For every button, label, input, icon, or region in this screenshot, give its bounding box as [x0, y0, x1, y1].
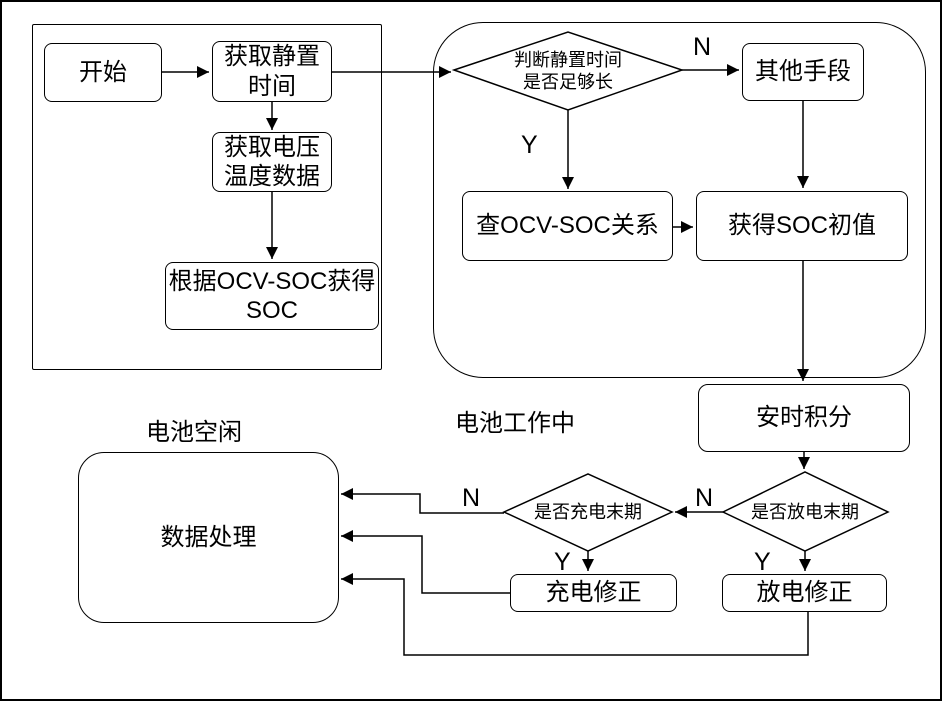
decision-is-discharge-end-shape — [721, 471, 890, 552]
node-get-rest-time-label: 获取静置 时间 — [224, 43, 320, 100]
node-discharge-correction: 放电修正 — [722, 574, 887, 612]
discharge-end-y-label: Y — [754, 548, 771, 576]
node-start: 开始 — [44, 43, 162, 102]
decision-judge-rest-time-label: 判断静置时间 是否足够长 — [514, 49, 622, 93]
node-other-means: 其他手段 — [742, 43, 864, 101]
node-initial-soc: 获得SOC初值 — [696, 191, 908, 261]
node-ah-integration: 安时积分 — [698, 384, 910, 452]
node-initial-soc-label: 获得SOC初值 — [727, 212, 876, 240]
battery-working-group-box — [433, 22, 926, 378]
node-soc-from-ocv: 根据OCV-SOC获得 SOC — [165, 262, 379, 330]
node-soc-from-ocv-label: 根据OCV-SOC获得 SOC — [168, 267, 376, 324]
node-ah-integration-label: 安时积分 — [756, 404, 852, 432]
node-lookup-ocv-soc: 查OCV-SOC关系 — [462, 191, 673, 261]
node-charge-correction-label: 充电修正 — [545, 579, 642, 607]
decision-is-discharge-end-label: 是否放电末期 — [751, 501, 859, 522]
arrow-charge-correction-to-data-processing — [341, 530, 510, 594]
charge-end-y-label: Y — [554, 548, 571, 576]
node-other-means-label: 其他手段 — [755, 58, 851, 86]
node-data-processing-label: 数据处理 — [160, 523, 257, 551]
charge-end-n-label: N — [462, 484, 481, 512]
node-charge-correction: 充电修正 — [510, 574, 677, 612]
node-data-processing: 数据处理 — [78, 452, 339, 623]
battery-idle-group-box — [32, 24, 382, 370]
node-lookup-ocv-soc-label: 查OCV-SOC关系 — [476, 212, 659, 240]
battery-idle-label: 电池空闲 — [146, 419, 242, 446]
arrow-charge-end-n-to-data-processing — [341, 488, 504, 514]
battery-working-label: 电池工作中 — [455, 410, 575, 437]
decision-is-charge-end-label: 是否充电末期 — [534, 501, 642, 522]
node-discharge-correction-label: 放电修正 — [756, 579, 853, 607]
judge-n-label: N — [693, 33, 712, 61]
node-get-voltage-temp: 获取电压 温度数据 — [212, 132, 332, 192]
discharge-end-n-label: N — [695, 484, 714, 512]
judge-y-label: Y — [521, 131, 538, 159]
node-get-rest-time: 获取静置 时间 — [212, 41, 332, 102]
decision-is-charge-end-shape — [502, 473, 674, 552]
node-get-voltage-temp-label: 获取电压 温度数据 — [224, 133, 320, 190]
arrow-discharge-correction-to-data-processing — [341, 573, 809, 656]
node-start-label: 开始 — [79, 58, 127, 86]
